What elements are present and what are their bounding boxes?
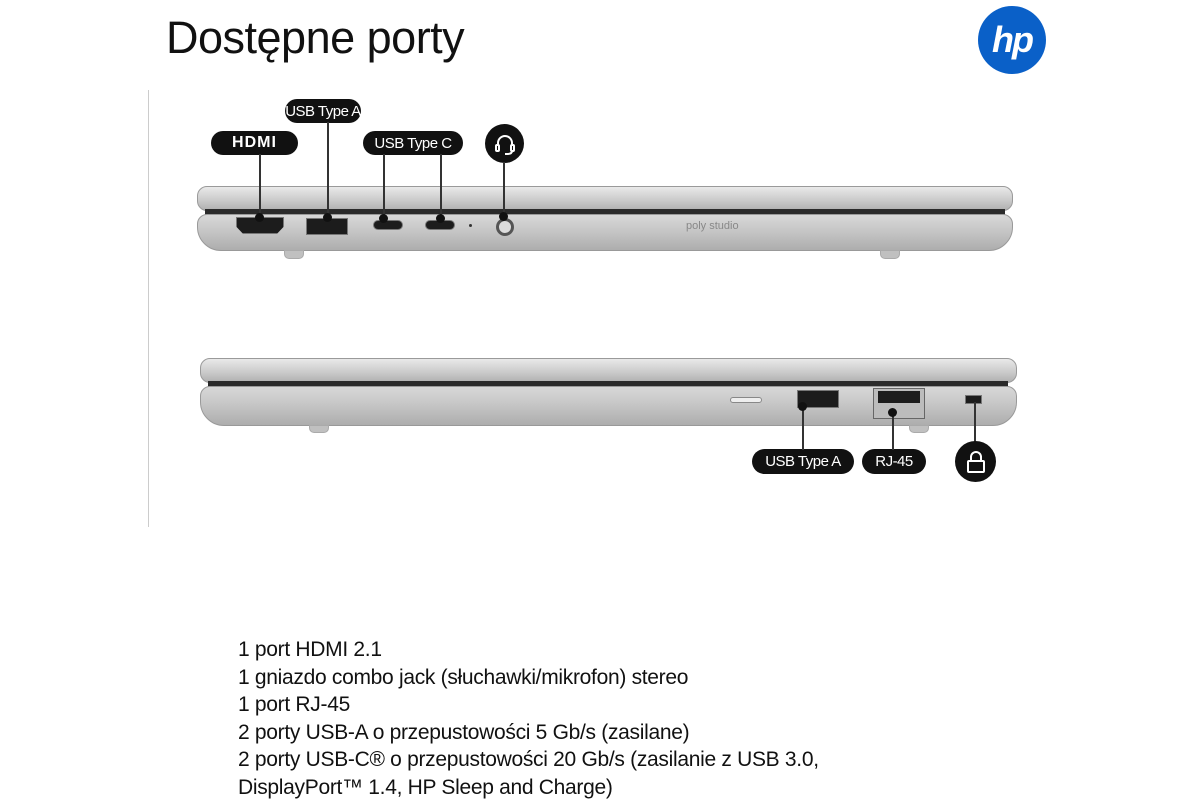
foot [284,250,304,259]
card-slot [730,397,762,403]
hp-logo: hp [978,6,1046,74]
led [469,224,472,227]
spec-item: 2 porty USB-C® o przepustowości 20 Gb/s … [238,746,819,774]
laptop-lid [197,186,1013,211]
foot [880,250,900,259]
leader-dot [436,214,445,223]
usb-c-label: USB Type C [363,131,463,155]
usb-a-label: USB Type A [752,449,854,474]
leader-line [440,154,442,218]
lock-icon [955,441,996,482]
leader-dot [798,402,807,411]
spec-item: DisplayPort™ 1.4, HP Sleep and Charge) [238,774,819,801]
leader-line [259,154,261,218]
hdmi-label: HDMI [211,131,298,155]
leader-line [802,405,804,450]
spec-list: 1 port HDMI 2.1 1 gniazdo combo jack (sł… [238,636,819,801]
rj45-port [873,388,925,419]
spec-item: 1 port RJ-45 [238,691,819,719]
laptop-text: poly studio [686,220,739,232]
page-title: Dostępne porty [166,12,464,64]
usb-c-port [373,220,403,230]
divider [148,90,149,527]
leader-line [383,154,385,218]
leader-line [503,162,505,218]
leader-dot [499,212,508,221]
laptop-lid [200,358,1017,383]
leader-line [892,413,894,450]
leader-line [327,122,329,218]
rj45-label: RJ-45 [862,449,926,474]
foot [309,425,329,433]
headset-icon [485,124,524,163]
spec-item: 1 port HDMI 2.1 [238,636,819,664]
spec-item: 2 porty USB-A o przepustowości 5 Gb/s (z… [238,719,819,747]
leader-dot [255,213,264,222]
usb-a-label: USB Type A [285,99,361,123]
leader-dot [323,213,332,222]
leader-dot [379,214,388,223]
leader-line [974,402,976,442]
foot [909,425,929,433]
spec-item: 1 gniazdo combo jack (słuchawki/mikrofon… [238,664,819,692]
leader-dot [888,408,897,417]
